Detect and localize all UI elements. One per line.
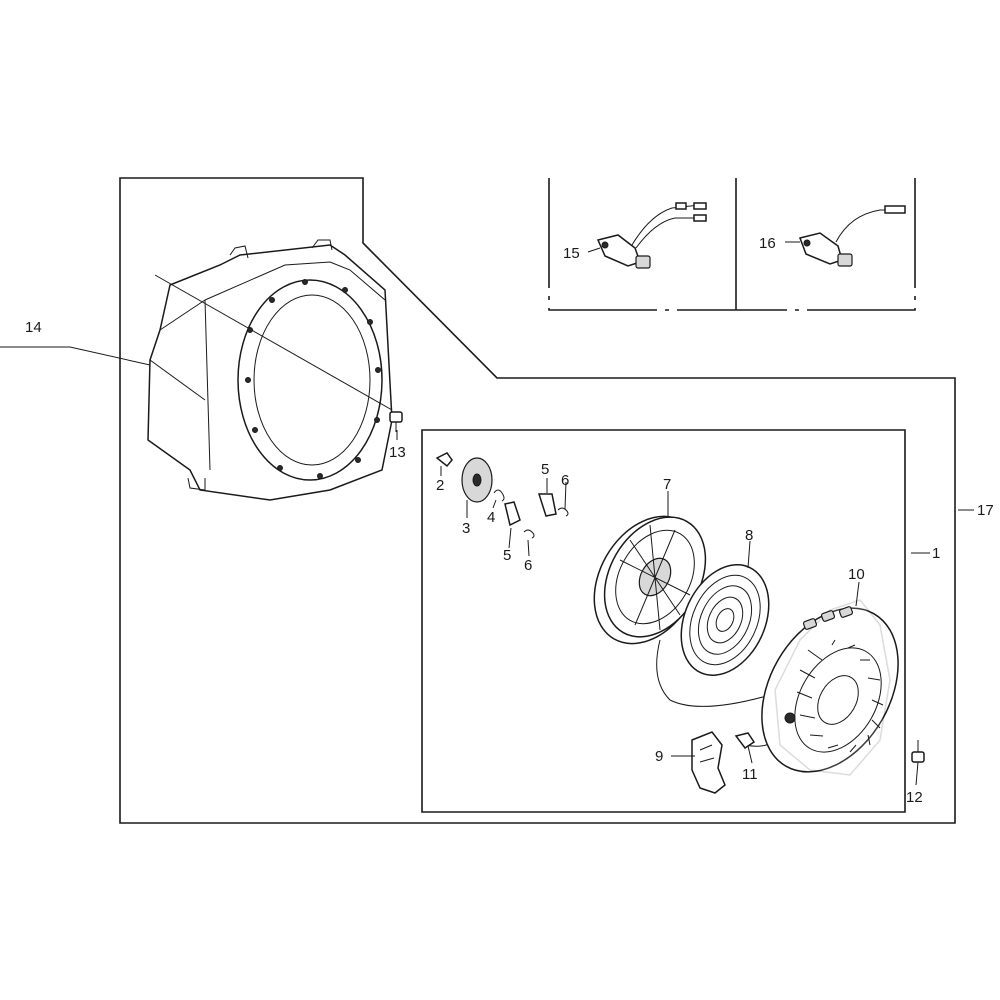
- option-frame-15-16: [548, 178, 916, 311]
- callout-8: 8: [745, 527, 753, 544]
- callout-1: 1: [932, 545, 940, 562]
- callout-6b: 6: [524, 557, 532, 574]
- callout-6a: 6: [561, 472, 569, 489]
- callout-9: 9: [655, 748, 663, 765]
- recoil-spring-8-part: [680, 564, 770, 676]
- callout-7: 7: [663, 476, 671, 493]
- starter-case-10-part: [761, 599, 899, 776]
- spring-6b-part: [523, 529, 535, 539]
- ratchet-5a-part: [537, 493, 557, 517]
- switch-16-part: [799, 205, 906, 267]
- callout-16: 16: [759, 235, 776, 252]
- recoil-starter-frame-1: [421, 429, 906, 813]
- starter-grip-9-part: [691, 731, 726, 794]
- callout-13: 13: [389, 444, 406, 461]
- callout-5a: 5: [541, 461, 549, 478]
- reel-7-part: [593, 515, 707, 645]
- callout-14: 14: [25, 319, 42, 336]
- leader-lines: [0, 241, 974, 786]
- callout-12: 12: [906, 789, 923, 806]
- flange-bolt-13-part: [389, 411, 403, 432]
- callouts: 14 13 15 16 2 3 4 5 6 5 6 7 8 10 1 17 9 …: [25, 235, 994, 806]
- callout-15: 15: [563, 245, 580, 262]
- screw-2-part: [435, 452, 453, 468]
- switch-15-part: [596, 202, 707, 269]
- callout-2: 2: [436, 477, 444, 494]
- ratchet-guide-3-part: [461, 457, 493, 503]
- rope-guide-11-part: [734, 732, 756, 750]
- ratchet-5b-part: [504, 501, 521, 527]
- callout-3: 3: [462, 520, 470, 537]
- fan-cover-part: [147, 239, 393, 501]
- callout-10: 10: [848, 566, 865, 583]
- callout-4: 4: [487, 509, 495, 526]
- callout-17: 17: [977, 502, 994, 519]
- assembly-frame-17: [119, 177, 956, 824]
- spring-6a-part: [557, 507, 569, 517]
- spring-4-part: [493, 489, 505, 502]
- callout-11: 11: [742, 766, 758, 783]
- flange-bolt-12-part: [911, 740, 925, 763]
- callout-5b: 5: [503, 547, 511, 564]
